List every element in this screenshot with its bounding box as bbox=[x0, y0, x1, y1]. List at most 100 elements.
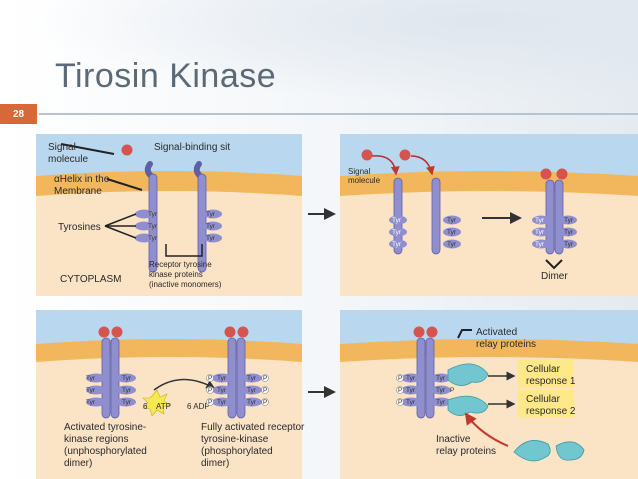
tyrosine-pointer bbox=[104, 225, 137, 239]
phosphate-label: P bbox=[398, 375, 402, 382]
panel-relay-activation: P P P Tyr Tyr Tyr Tyr Tyr Tyr P P P Cell… bbox=[340, 310, 638, 479]
phosphate-label: P bbox=[208, 399, 212, 406]
phosphate-label: P bbox=[263, 387, 267, 394]
tyr-label: Tyr bbox=[206, 223, 216, 230]
receptor-dimer: Tyr Tyr Tyr Tyr Tyr Tyr bbox=[532, 168, 577, 255]
activated-relay-pointer bbox=[457, 329, 472, 339]
tyr-label: Tyr bbox=[86, 375, 96, 382]
activated-label-line4: dimer) bbox=[64, 458, 92, 469]
response2-line1: Cellular bbox=[526, 394, 561, 405]
tyr-label: Tyr bbox=[247, 387, 257, 394]
inactive-relay-label-line1: Inactive bbox=[436, 434, 471, 445]
fully-activated-label-line1: Fully activated receptor bbox=[201, 422, 305, 433]
slide-number: 28 bbox=[0, 104, 37, 124]
receptor-monomer-1: Tyr Tyr Tyr bbox=[135, 161, 158, 273]
tyr-label: Tyr bbox=[247, 399, 257, 406]
title-rule bbox=[39, 113, 638, 115]
tyr-label: Tyr bbox=[217, 387, 227, 394]
tyr-label: Tyr bbox=[535, 229, 545, 236]
tyr-label: Tyr bbox=[392, 217, 402, 224]
activated-relay-protein-icon bbox=[447, 395, 489, 416]
signal-label: Signal bbox=[348, 167, 370, 176]
activated-label-line2: kinase regions bbox=[64, 434, 128, 445]
activation-arrow bbox=[464, 412, 509, 447]
tyr-label: Tyr bbox=[436, 387, 446, 394]
tyr-label: Tyr bbox=[436, 375, 446, 382]
cytoplasm-label: CYTOPLASM bbox=[60, 274, 122, 285]
phosphate-label: P bbox=[208, 387, 212, 394]
receptor-monomer-2: Tyr Tyr Tyr bbox=[193, 161, 222, 273]
signal-label: Signal bbox=[48, 142, 76, 153]
slide-title: Tirosin Kinase bbox=[55, 57, 277, 95]
receptor-label-line3: (inactive monomers) bbox=[149, 280, 222, 289]
molecule-label: molecule bbox=[48, 154, 88, 165]
tyr-label: Tyr bbox=[86, 399, 96, 406]
tyrosines-label: Tyrosines bbox=[58, 222, 101, 233]
helix-label-line1: αHelix in the bbox=[54, 174, 110, 185]
inactive-relay-protein-icon bbox=[555, 441, 585, 461]
binding-arrow bbox=[410, 155, 435, 176]
tyr-label: Tyr bbox=[122, 387, 132, 394]
fully-activated-label-line4: dimer) bbox=[201, 458, 229, 469]
signal-molecule-icon bbox=[121, 144, 133, 156]
tyr-label: Tyr bbox=[206, 235, 216, 242]
activated-label-line1: Activated tyrosine- bbox=[64, 422, 146, 433]
phosphate-label: P bbox=[263, 399, 267, 406]
tyr-label: Tyr bbox=[217, 399, 227, 406]
panel-phosphorylation: Tyr Tyr Tyr Tyr Tyr Tyr 6 ATP 6 ADP bbox=[36, 310, 305, 479]
fully-activated-label-line2: tyrosine-kinase bbox=[201, 434, 269, 445]
activated-relay-label-line2: relay proteins bbox=[476, 339, 536, 350]
tyr-label: Tyr bbox=[564, 241, 574, 248]
tyr-label: Tyr bbox=[148, 211, 158, 218]
panel-inactive-monomers: Tyr Tyr Tyr Tyr Tyr Tyr Signal molecule … bbox=[36, 134, 302, 296]
panel-dimer-formation: Tyr Tyr Tyr Tyr Tyr Tyr Tyr Tyr bbox=[340, 134, 638, 296]
helix-label-line2: Membrane bbox=[54, 186, 102, 197]
phosphate-label: P bbox=[398, 387, 402, 394]
receptor-label-line2: kinase proteins bbox=[149, 270, 203, 279]
active-receptor-dimer: P P P Tyr Tyr Tyr Tyr Tyr Tyr P P P bbox=[396, 326, 454, 419]
phosphate-label: P bbox=[208, 375, 212, 382]
tyr-label: Tyr bbox=[535, 241, 545, 248]
dimer-pointer bbox=[545, 259, 563, 270]
response1-line1: Cellular bbox=[526, 364, 561, 375]
tyr-label: Tyr bbox=[392, 229, 402, 236]
cellular-response-2-box bbox=[518, 390, 574, 418]
unphosphorylated-dimer: Tyr Tyr Tyr Tyr Tyr Tyr bbox=[86, 326, 136, 419]
phosphate-label: P bbox=[263, 375, 267, 382]
inactive-relay-label-line2: relay proteins bbox=[436, 446, 496, 457]
atp-burst-icon bbox=[142, 389, 171, 417]
response1-line2: response 1 bbox=[526, 376, 576, 387]
fully-activated-label-line3: (phosphorylated bbox=[201, 446, 273, 457]
tyr-label: Tyr bbox=[406, 399, 416, 406]
tyr-label: Tyr bbox=[86, 387, 96, 394]
tyr-label: Tyr bbox=[406, 375, 416, 382]
tyr-label: Tyr bbox=[436, 399, 446, 406]
cellular-response-1-box bbox=[518, 360, 574, 388]
activated-label-line3: (unphosphorylated bbox=[64, 446, 147, 457]
signal-binding-label: Signal-binding sit bbox=[154, 142, 230, 153]
tyr-label: Tyr bbox=[564, 217, 574, 224]
tyrosine-kinase-diagram: Tyr Tyr Tyr Tyr Tyr Tyr Signal molecule … bbox=[36, 134, 638, 479]
tyr-label: Tyr bbox=[148, 235, 158, 242]
tyr-label: Tyr bbox=[148, 223, 158, 230]
phosphate-label: P bbox=[450, 387, 454, 394]
dimer-label: Dimer bbox=[541, 271, 568, 282]
adp-label: 6 ADP bbox=[187, 402, 210, 411]
receptor-monomer-1: Tyr Tyr Tyr bbox=[389, 177, 407, 255]
atp-label: ATP bbox=[156, 402, 171, 411]
signal-molecule-icon bbox=[399, 149, 411, 161]
tyr-label: Tyr bbox=[564, 229, 574, 236]
receptor-label-line1: Receptor tyrosine bbox=[149, 260, 212, 269]
receptor-monomer-2: Tyr Tyr Tyr bbox=[431, 177, 461, 255]
tyr-label: Tyr bbox=[206, 211, 216, 218]
tyr-label: Tyr bbox=[217, 375, 227, 382]
helix-pointer bbox=[106, 178, 143, 191]
tyr-label: Tyr bbox=[122, 375, 132, 382]
molecule-label: molecule bbox=[348, 176, 381, 185]
activated-relay-protein-icon bbox=[447, 363, 489, 386]
tyr-label: Tyr bbox=[447, 229, 457, 236]
header-decoration bbox=[0, 0, 638, 110]
activated-relay-label-line1: Activated bbox=[476, 327, 517, 338]
binding-arrow bbox=[371, 155, 400, 176]
phosphorylated-dimer: P P P P P P Tyr Tyr Tyr Tyr Tyr Tyr bbox=[206, 326, 269, 419]
